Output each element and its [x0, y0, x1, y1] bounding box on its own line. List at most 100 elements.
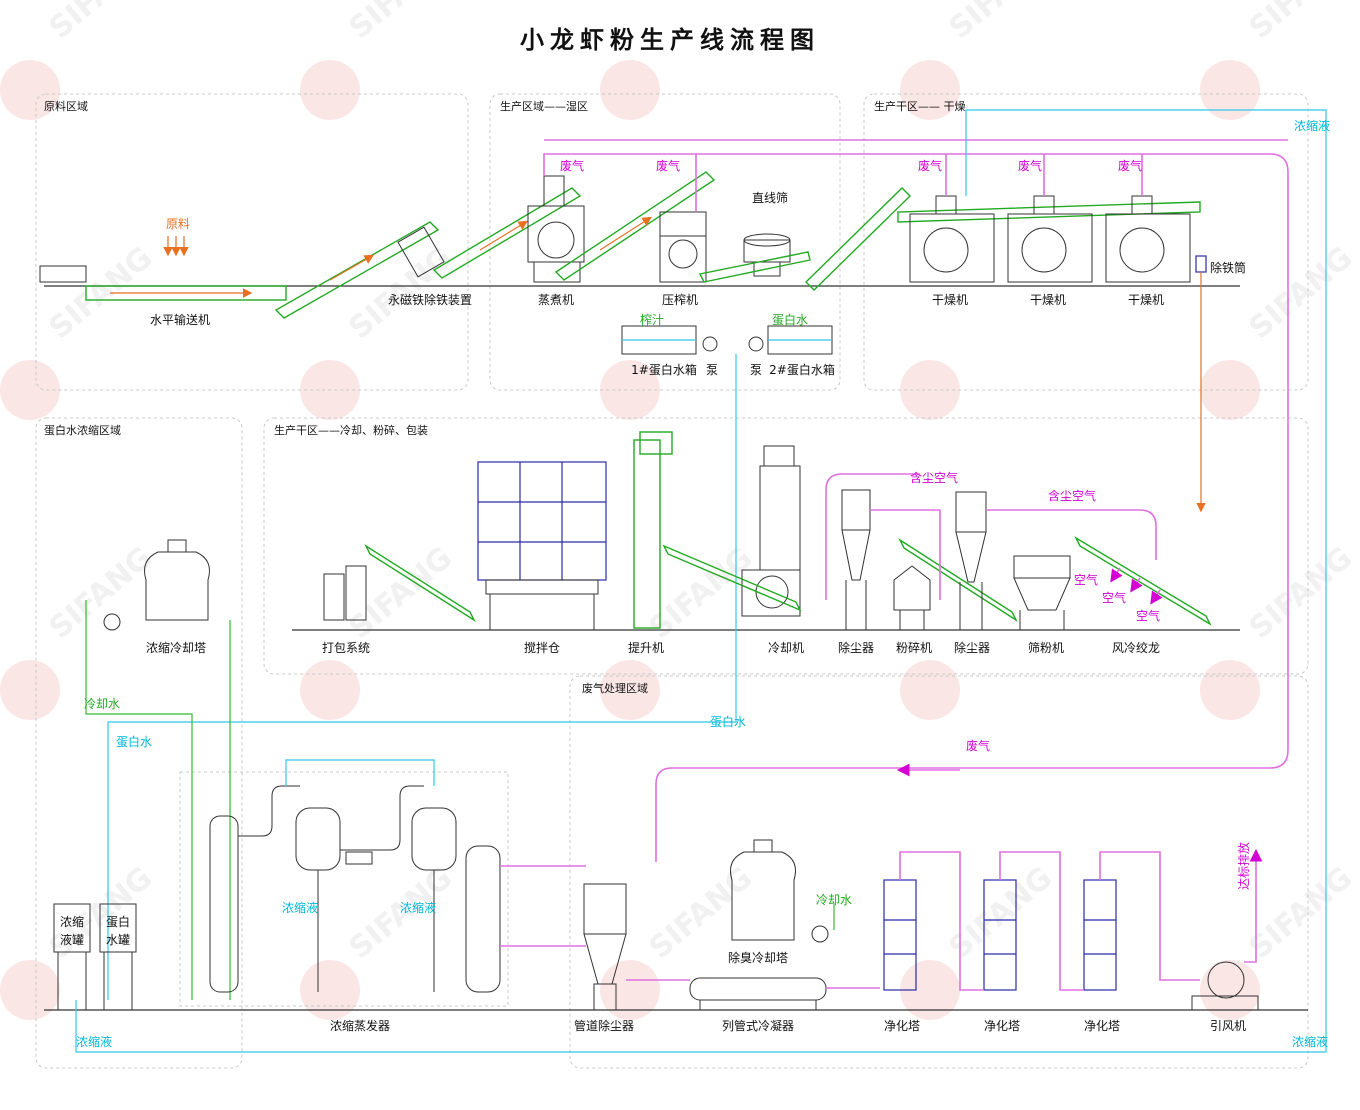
zone-gas	[569, 675, 1309, 1069]
exhaust-label-4: 废气	[1018, 158, 1042, 173]
concentrate-label-top: 浓缩液	[1294, 118, 1330, 133]
discharge-label: 达标排放	[1236, 842, 1251, 890]
purifier-link-3	[1099, 851, 1200, 981]
cooker-label: 蒸煮机	[538, 293, 574, 307]
cooling-tower-evap	[103, 539, 210, 631]
air-label-1: 空气	[1074, 572, 1098, 587]
watermark-text: SIFANG	[43, 540, 160, 646]
crusher-label: 粉碎机	[896, 640, 932, 655]
watermark-text: SIFANG	[43, 860, 160, 966]
concentrate-label-left: 浓缩液	[76, 1034, 112, 1049]
evaporator-enclosure	[179, 771, 509, 1007]
dust-collector-1	[841, 489, 871, 630]
dryer-1	[909, 195, 995, 283]
dryer-1-label: 干燥机	[932, 293, 968, 307]
raw-material-arrows	[163, 236, 189, 257]
evaporator-label: 浓缩蒸发器	[330, 1018, 390, 1033]
purifier-link-1	[899, 851, 984, 991]
dust-collector-1-label: 除尘器	[838, 640, 874, 655]
elevator-label: 提升机	[628, 640, 664, 655]
zone-label-raw: 原料区域	[44, 99, 88, 113]
protein-water-label-2: 蛋白水	[116, 734, 152, 749]
protein-water-label-1: 蛋白水	[710, 714, 746, 729]
watermark-text: SIFANG	[343, 0, 460, 46]
cooling-water-label-2: 冷却水	[816, 893, 852, 907]
sifter-label: 筛粉机	[1028, 640, 1064, 655]
watermark-text: SIFANG	[1243, 240, 1360, 346]
zone-wet	[489, 93, 841, 391]
cooling-water-pipe	[85, 600, 193, 1000]
deodor-tower-label: 除臭冷却塔	[728, 950, 788, 965]
air-label-3: 空气	[1136, 608, 1160, 623]
concentrate-label-evap-2: 浓缩液	[400, 900, 436, 915]
cooler-machine	[741, 445, 801, 617]
magnet-device	[397, 226, 445, 278]
iron-remover-label: 除铁筒	[1210, 260, 1246, 275]
condenser-label: 列管式冷凝器	[722, 1018, 794, 1033]
zone-label-gas: 废气处理区域	[582, 681, 648, 695]
dusty-air-pipe-1b	[870, 509, 941, 600]
discharge-stack	[1244, 848, 1263, 963]
cooling-water-label-1: 冷却水	[84, 697, 120, 711]
evaporator-vapor-pipe	[285, 759, 435, 786]
exhaust-label-3: 废气	[918, 158, 942, 173]
zone-evap	[35, 417, 243, 1069]
exhaust-label-2: 废气	[656, 158, 680, 173]
incline-conveyor-3	[554, 171, 716, 281]
dusty-air-label-1: 含尘空气	[910, 470, 958, 485]
powder-sifter	[1013, 555, 1071, 630]
diagram-title: 小龙虾粉生产线流程图	[520, 26, 820, 54]
dryer-2-label: 干燥机	[1030, 293, 1066, 307]
zone-label-wet: 生产区域——湿区	[500, 99, 588, 113]
dryer-top-conveyor	[897, 201, 1201, 223]
press-machine	[659, 211, 707, 283]
tank-2-label: 2#蛋白水箱	[769, 362, 835, 377]
purification-tower-3	[1083, 879, 1117, 991]
exhaust-main-label: 废气	[966, 738, 990, 753]
dusty-air-label-2: 含尘空气	[1048, 488, 1096, 503]
watermark-text: SIFANG	[943, 0, 1060, 46]
horizontal-conveyor	[39, 265, 287, 301]
purifier-3-label: 净化塔	[1084, 1019, 1120, 1033]
induced-draft-fan	[1191, 961, 1259, 1011]
zone-dry1	[863, 93, 1309, 391]
dryer-2	[1007, 195, 1093, 283]
bucket-elevator	[633, 431, 673, 629]
packing-label: 打包系统	[322, 641, 370, 655]
zone-dry2	[263, 417, 1309, 675]
zone-label-evap: 蛋白水浓缩区域	[44, 423, 121, 437]
watermark-text: SIFANG	[43, 0, 160, 46]
incline-conveyor-1	[274, 221, 440, 319]
pump-2-label: 泵	[750, 363, 762, 377]
watermark-text: SIFANG	[1243, 860, 1360, 966]
crusher-conveyor	[898, 538, 1018, 622]
zone-raw	[35, 93, 469, 391]
pump-1-label: 泵	[706, 363, 718, 377]
protein-tank-text-a: 蛋白	[106, 914, 130, 929]
dust-collector-2	[955, 491, 987, 630]
cooling-tower-label: 浓缩冷却塔	[146, 640, 206, 655]
exhaust-label-5: 废气	[1118, 158, 1142, 173]
cooker	[527, 175, 585, 283]
crusher	[893, 565, 931, 630]
dusty-air-pipe-1	[825, 473, 920, 600]
mixer-bin	[477, 461, 607, 630]
dryer-3-label: 干燥机	[1128, 293, 1164, 307]
pump-1	[702, 336, 718, 352]
protein-water-tank-label: 蛋白水	[772, 312, 808, 327]
dusty-air-pipe-2	[986, 509, 1157, 560]
zone-label-dry1: 生产干区—— 干燥	[874, 99, 966, 113]
dryer-3	[1105, 195, 1191, 283]
protein-water-tank	[99, 903, 137, 1010]
exhaust-label-1: 废气	[560, 158, 584, 173]
screen-label: 直线筛	[752, 190, 788, 205]
shell-tube-condenser	[689, 977, 827, 1010]
pipe-dust-label: 管道除尘器	[574, 1018, 634, 1033]
tank-1-label: 1#蛋白水箱	[631, 362, 697, 377]
incline-conveyor-4	[805, 187, 911, 291]
watermark-text: SIFANG	[1243, 0, 1360, 46]
purifier-1-label: 净化塔	[884, 1019, 920, 1033]
packing-conveyor	[364, 544, 476, 622]
fan-label: 引风机	[1210, 1019, 1246, 1033]
